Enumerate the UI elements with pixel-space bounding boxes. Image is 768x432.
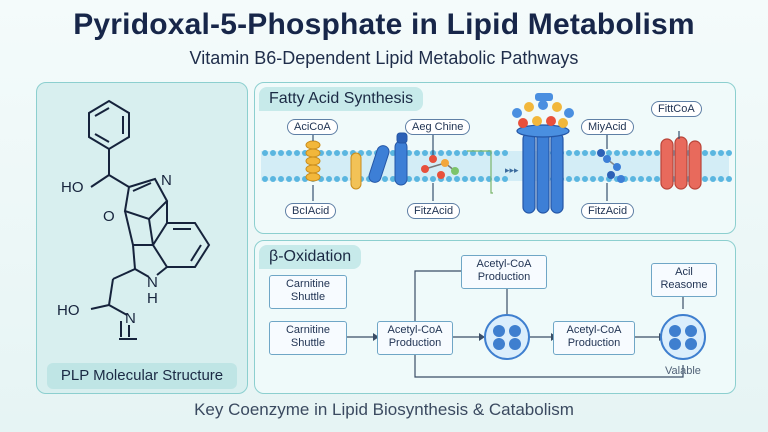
atom-n-side: N [125, 310, 136, 327]
protein-yellow-bar [350, 152, 362, 190]
tab-beta-oxidation[interactable]: β-Oxidation [259, 245, 362, 269]
atom-ho-top: HO [61, 179, 84, 196]
plp-structure-drawing: HO O N N H HO N [57, 99, 211, 340]
enzyme-circle-2 [660, 314, 706, 360]
footer-caption: Key Coenzyme in Lipid Biosynthesis & Cat… [194, 400, 574, 419]
label-acicoa: AciCoA [287, 119, 338, 135]
carnitine-shuttle-box: Carnitine Shuttle [269, 321, 347, 355]
page-title: Pyridoxal-5-Phosphate in Lipid Metabolis… [73, 8, 695, 41]
blue-node-cluster [597, 149, 625, 183]
label-aeg-chine: Aeg Chine [405, 119, 471, 135]
enzyme-circle-1 [484, 314, 530, 360]
red-channel [660, 136, 702, 190]
pointer-lines [312, 131, 680, 201]
atom-n-ring: N [161, 172, 172, 189]
green-connector [467, 150, 493, 194]
molecule-cluster [421, 155, 459, 179]
label-bcIacid: BcIAcid [285, 203, 337, 219]
beta-oxidation-panel: β-Oxidation [254, 240, 736, 394]
lipid-bilayer [261, 150, 732, 182]
central-transporter [516, 124, 570, 214]
label-miyacid: MiyAcid [581, 119, 634, 135]
top-complex [512, 93, 574, 128]
label-fitzacid-1: FitzAcid [407, 203, 461, 219]
page-subtitle: Vitamin B6-Dependent Lipid Metabolic Pat… [189, 48, 579, 68]
protein-blue-helix [368, 132, 408, 186]
acil-reasome-box: Acil Reasome [651, 263, 717, 297]
tab-fatty-acid-synthesis[interactable]: Fatty Acid Synthesis [259, 87, 424, 111]
structure-caption: PLP Molecular Structure [47, 363, 237, 389]
beta-flow-diagram [347, 270, 706, 378]
atom-o-ring: O [103, 208, 115, 225]
acetyl-coa-box-1: Acetyl-CoA Production [377, 321, 453, 355]
atom-ho-bottom: HO [57, 302, 80, 319]
protein-yellow-stack [305, 140, 321, 182]
acetyl-coa-box-top: Acetyl-CoA Production [461, 255, 547, 289]
arrow-glyph: ▸▸▸ [505, 165, 519, 175]
atom-h: H [147, 290, 158, 307]
valable-label: Valable [665, 365, 701, 377]
label-fitzacid-2: FitzAcid [581, 203, 635, 219]
label-fittcoa: FittCoA [651, 101, 702, 117]
membrane-diagram: ▸▸▸ [261, 93, 732, 214]
carnitine-shuttle-box-top: Carnitine Shuttle [269, 275, 347, 309]
fatty-acid-panel: Fatty Acid Synthesis [254, 82, 736, 234]
acetyl-coa-box-2: Acetyl-CoA Production [553, 321, 635, 355]
atom-nh: N [147, 274, 158, 291]
structure-panel: HO O N N H HO N PLP Molecular Structure [36, 82, 248, 394]
